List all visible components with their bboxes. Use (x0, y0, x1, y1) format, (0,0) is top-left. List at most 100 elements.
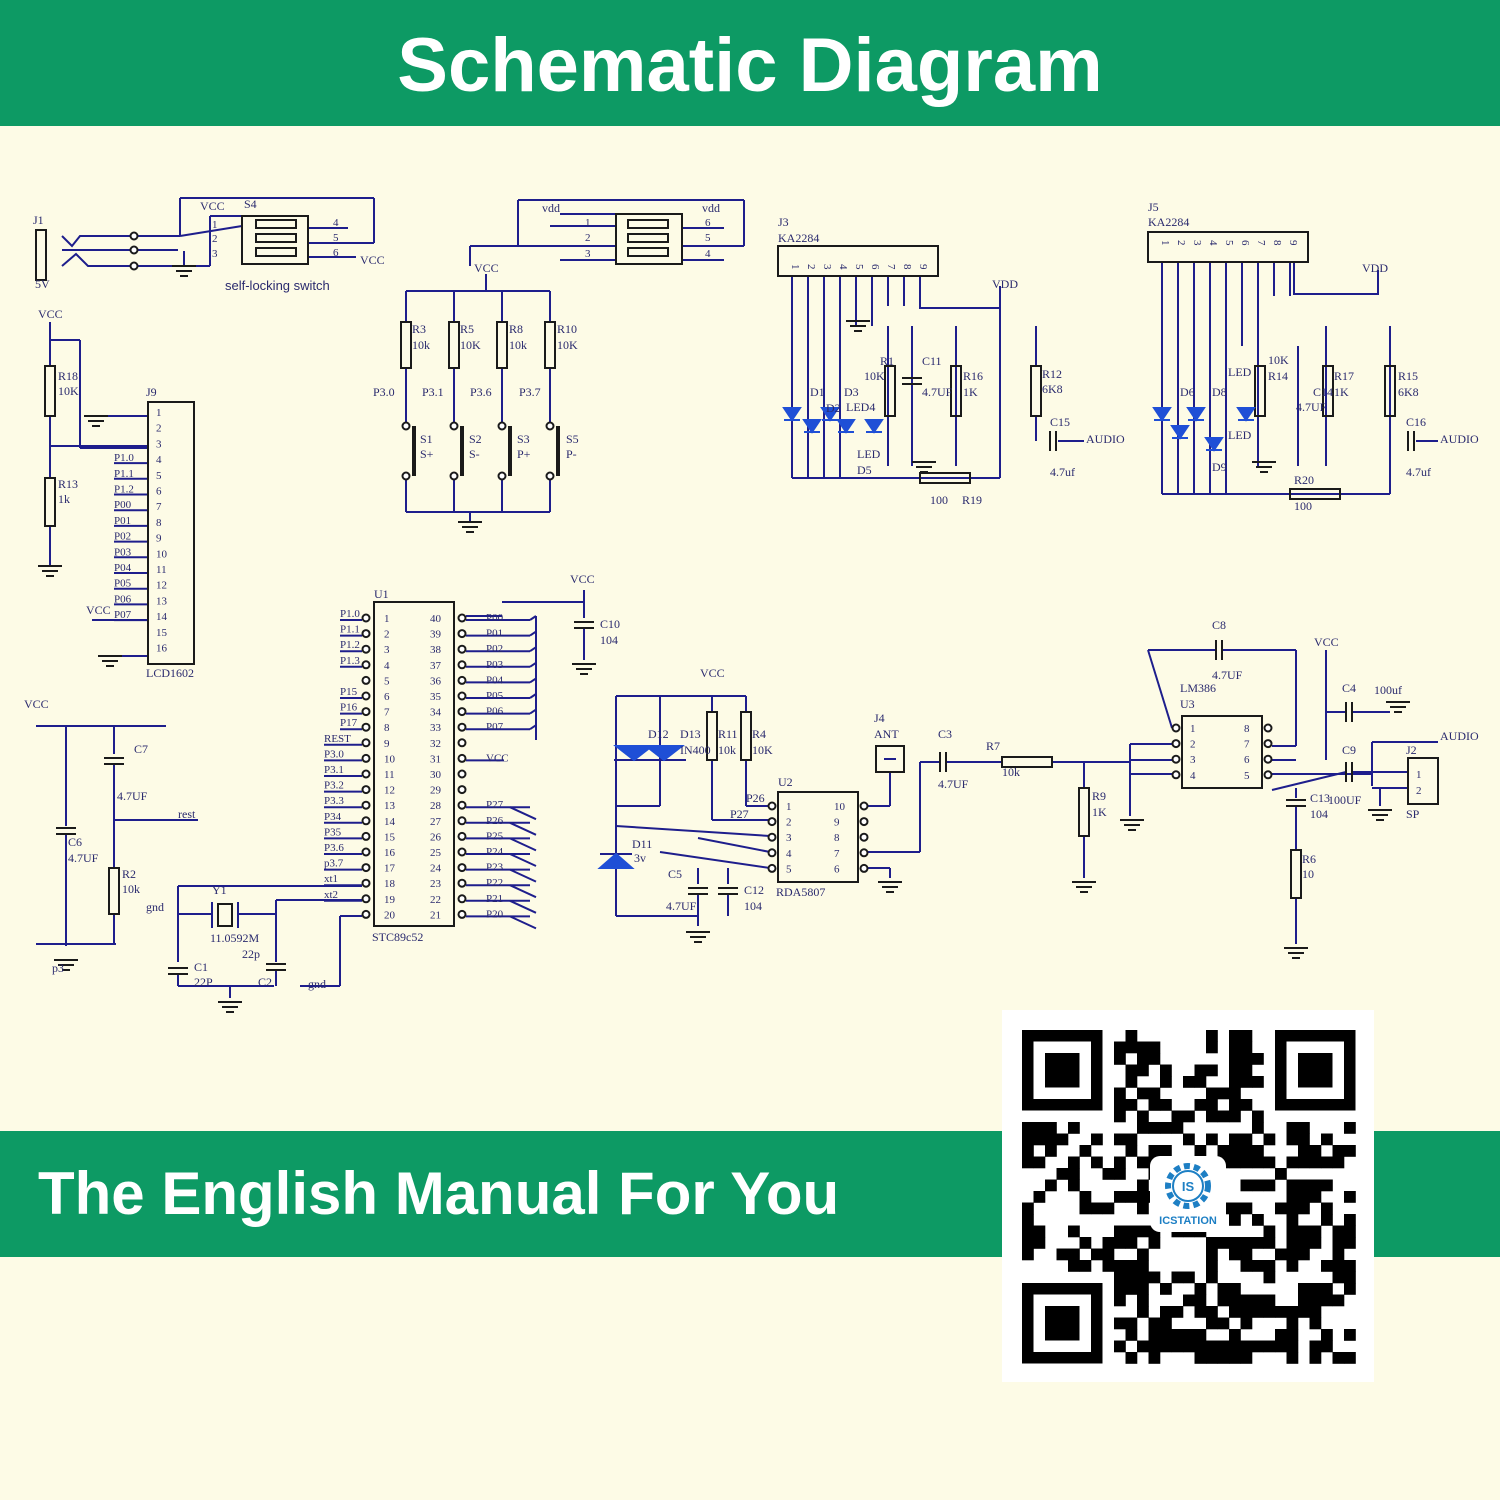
wire (659, 851, 771, 869)
label-vdd-j5: VDD (1362, 261, 1388, 275)
qr-module (1114, 1168, 1126, 1180)
qr-module (1344, 1283, 1356, 1295)
resistor-r20 (1289, 488, 1341, 500)
ground-symbol (457, 521, 483, 533)
mcu-pin (457, 629, 467, 639)
qr-module (1091, 1248, 1103, 1261)
qr-module (1079, 1260, 1092, 1272)
mcu-pin (361, 753, 371, 763)
qr-module (1160, 1306, 1172, 1318)
mcu-net-name: P02 (486, 643, 503, 655)
qr-module (1194, 1306, 1207, 1318)
qr-module (1137, 1271, 1149, 1284)
mcu-pin (361, 816, 371, 826)
bus-entry (529, 661, 537, 668)
resistor-r19 (919, 472, 971, 484)
label-rest: rest (178, 807, 196, 821)
label-vdd-2: vdd (702, 201, 720, 215)
qr-module (1321, 1214, 1333, 1226)
value-c1: 22P (194, 975, 213, 989)
pin-circle (129, 245, 139, 255)
qr-module (1137, 1041, 1149, 1054)
label-vdd-j3: VDD (992, 277, 1018, 291)
bus-entry (529, 630, 537, 637)
label-audio-2: AUDIO (1440, 432, 1479, 446)
mcu-net-name: P00 (486, 612, 504, 624)
j3-pin: 2 (805, 264, 817, 270)
value-r3: 10k (412, 338, 430, 352)
label-r20: R20 (1294, 473, 1314, 487)
label-d11: D11 (632, 837, 652, 851)
qr-module (1229, 1248, 1241, 1261)
qr-module (1194, 1283, 1207, 1295)
qr-module (1298, 1294, 1310, 1307)
qr-module (1148, 1122, 1161, 1134)
label-d9: D9 (1212, 460, 1227, 474)
qr-module (1171, 1306, 1184, 1318)
qr-module (1148, 1352, 1161, 1364)
qr-finder (1045, 1306, 1080, 1341)
label-d5: D5 (857, 463, 872, 477)
qr-code[interactable]: IS ICSTATION (1002, 1010, 1374, 1382)
mcu-pin-number: 29 (430, 785, 442, 797)
pin-circle (129, 261, 139, 271)
qr-module (1298, 1133, 1310, 1146)
pull-up-resistor (448, 321, 460, 369)
ground-symbol (877, 881, 903, 893)
mcu-net-name: P3.1 (324, 764, 344, 776)
bus-entry (529, 724, 537, 731)
qr-module (1194, 1076, 1207, 1088)
mcu-pin-number: 6 (384, 691, 390, 703)
qr-module (1171, 1122, 1184, 1134)
qr-module (1229, 1352, 1241, 1364)
qr-module (1045, 1179, 1057, 1192)
resistor-r17 (1322, 365, 1334, 417)
qr-module (1240, 1133, 1253, 1146)
u2-pin-number: 10 (834, 801, 846, 813)
u3-pin-number: 2 (1190, 739, 1196, 751)
value-c2: 22p (242, 947, 260, 961)
mcu-net-name: P24 (486, 846, 504, 858)
qr-module (1079, 1145, 1092, 1157)
qr-module (1229, 1156, 1241, 1169)
qr-module (1137, 1156, 1149, 1169)
qr-module (1160, 1340, 1172, 1353)
u3-pin-number: 8 (1244, 723, 1250, 735)
mcu-pin-number: 15 (384, 831, 396, 843)
qr-module (1252, 1340, 1264, 1353)
qr-module (1298, 1225, 1310, 1238)
resistor-r14 (1254, 365, 1266, 417)
label-c13: C13 (1310, 791, 1330, 805)
qr-module (1206, 1340, 1218, 1353)
mcu-net-name: P3.6 (324, 842, 344, 854)
mcu-pin-number: 34 (430, 707, 442, 719)
label-r11: R11 (718, 727, 738, 741)
qr-module (1022, 1145, 1034, 1157)
qr-module (1240, 1202, 1253, 1215)
qr-module (1286, 1202, 1299, 1215)
resistor-r16 (950, 365, 962, 417)
qr-module (1332, 1294, 1345, 1307)
label-audio-amp: AUDIO (1440, 729, 1479, 743)
label-r19: R19 (962, 493, 982, 507)
qr-module (1091, 1202, 1103, 1215)
qr-module (1309, 1225, 1322, 1238)
label-p27: P27 (730, 807, 749, 821)
qr-module (1114, 1237, 1126, 1249)
qr-module (1171, 1271, 1184, 1284)
mcu-pin (457, 800, 467, 810)
lcd-net-name: P00 (114, 499, 132, 511)
qr-module (1252, 1179, 1264, 1192)
lcd-net-name: P1.2 (114, 484, 134, 496)
label-c12: C12 (744, 883, 764, 897)
value-r4: 10K (752, 743, 773, 757)
j5-pin: 3 (1191, 240, 1203, 246)
qr-module (1148, 1041, 1161, 1054)
qr-module (1160, 1076, 1172, 1088)
mcu-net-name: P1.3 (340, 655, 360, 667)
mcu-pin (361, 878, 371, 888)
ground-symbol (1119, 819, 1145, 831)
switch-terminal (401, 471, 411, 481)
label-r1: R1 (880, 354, 894, 368)
qr-module (1068, 1248, 1080, 1261)
